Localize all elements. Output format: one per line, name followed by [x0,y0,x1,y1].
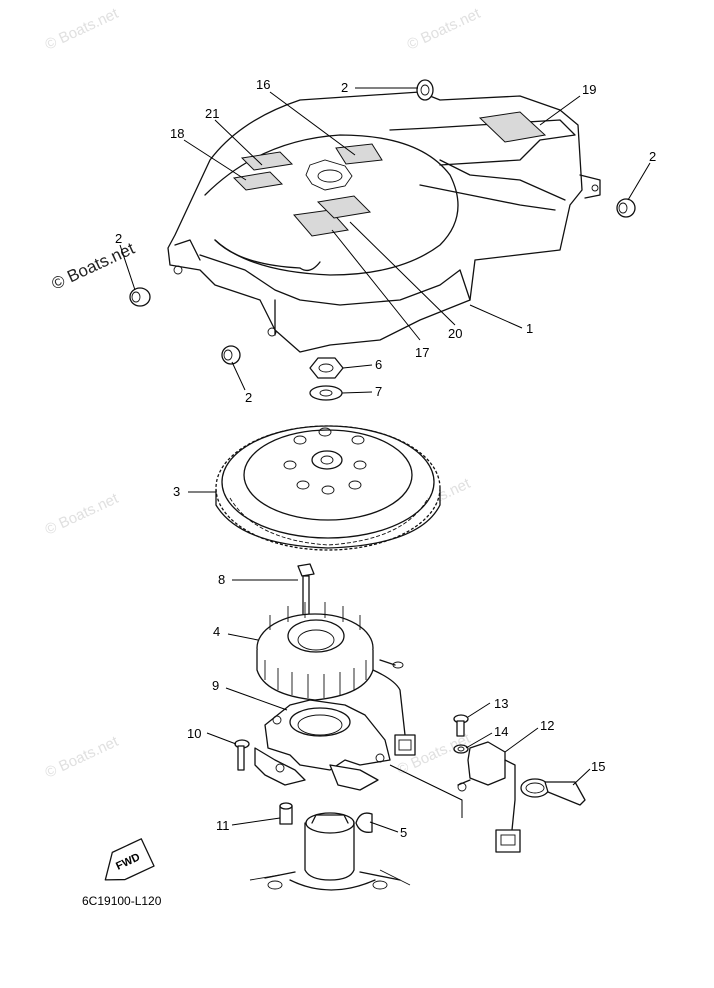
callout-6: 6 [375,357,382,372]
woodruff-key [355,812,373,833]
flywheel [215,425,441,551]
washer [309,385,343,401]
callout-2: 2 [115,231,122,246]
callout-2: 2 [341,80,348,95]
callout-18: 18 [170,126,184,141]
bolt [297,563,315,619]
watermark: © Boats.net [405,5,484,54]
callout-10: 10 [187,726,201,741]
callout-12: 12 [540,718,554,733]
callout-21: 21 [205,106,219,121]
pulser-bolt [453,714,469,737]
watermark-dark: © Boats.net [49,239,138,294]
screw [234,739,250,771]
stator-coil [256,602,416,756]
nut [309,357,344,379]
callout-1: 1 [526,321,533,336]
callout-17: 17 [415,345,429,360]
watermark: © Boats.net [43,733,122,782]
leader-lines [119,87,651,833]
callout-5: 5 [400,825,407,840]
grommet [129,287,151,307]
stator-base [254,699,391,791]
fwd-arrow-icon: FWD [104,838,155,881]
pulser-washer [453,744,469,754]
pulser-coil [457,741,521,853]
watermark: © Boats.net [43,5,122,54]
callout-14: 14 [494,724,508,739]
callout-2: 2 [245,390,252,405]
callout-2: 2 [649,149,656,164]
callout-9: 9 [212,678,219,693]
callout-8: 8 [218,572,225,587]
callout-3: 3 [173,484,180,499]
callout-13: 13 [494,696,508,711]
grommet [616,198,636,218]
callout-4: 4 [213,624,220,639]
grommet [221,345,241,365]
cable-clamp [520,778,586,806]
callouts: 2 19 2 16 21 18 2 1 20 17 6 7 2 3 8 4 9 … [115,77,656,840]
diagram-code: 6C19100-L120 [82,894,162,908]
callout-7: 7 [375,384,382,399]
callout-15: 15 [591,759,605,774]
callout-11: 11 [216,818,230,833]
crankshaft [249,812,411,891]
callout-20: 20 [448,326,462,341]
grommet [416,79,434,101]
collar [279,802,293,825]
watermark: © Boats.net [43,490,122,539]
grommets [129,79,636,365]
flywheel-cover [167,91,601,353]
callout-16: 16 [256,77,270,92]
callout-19: 19 [582,82,596,97]
